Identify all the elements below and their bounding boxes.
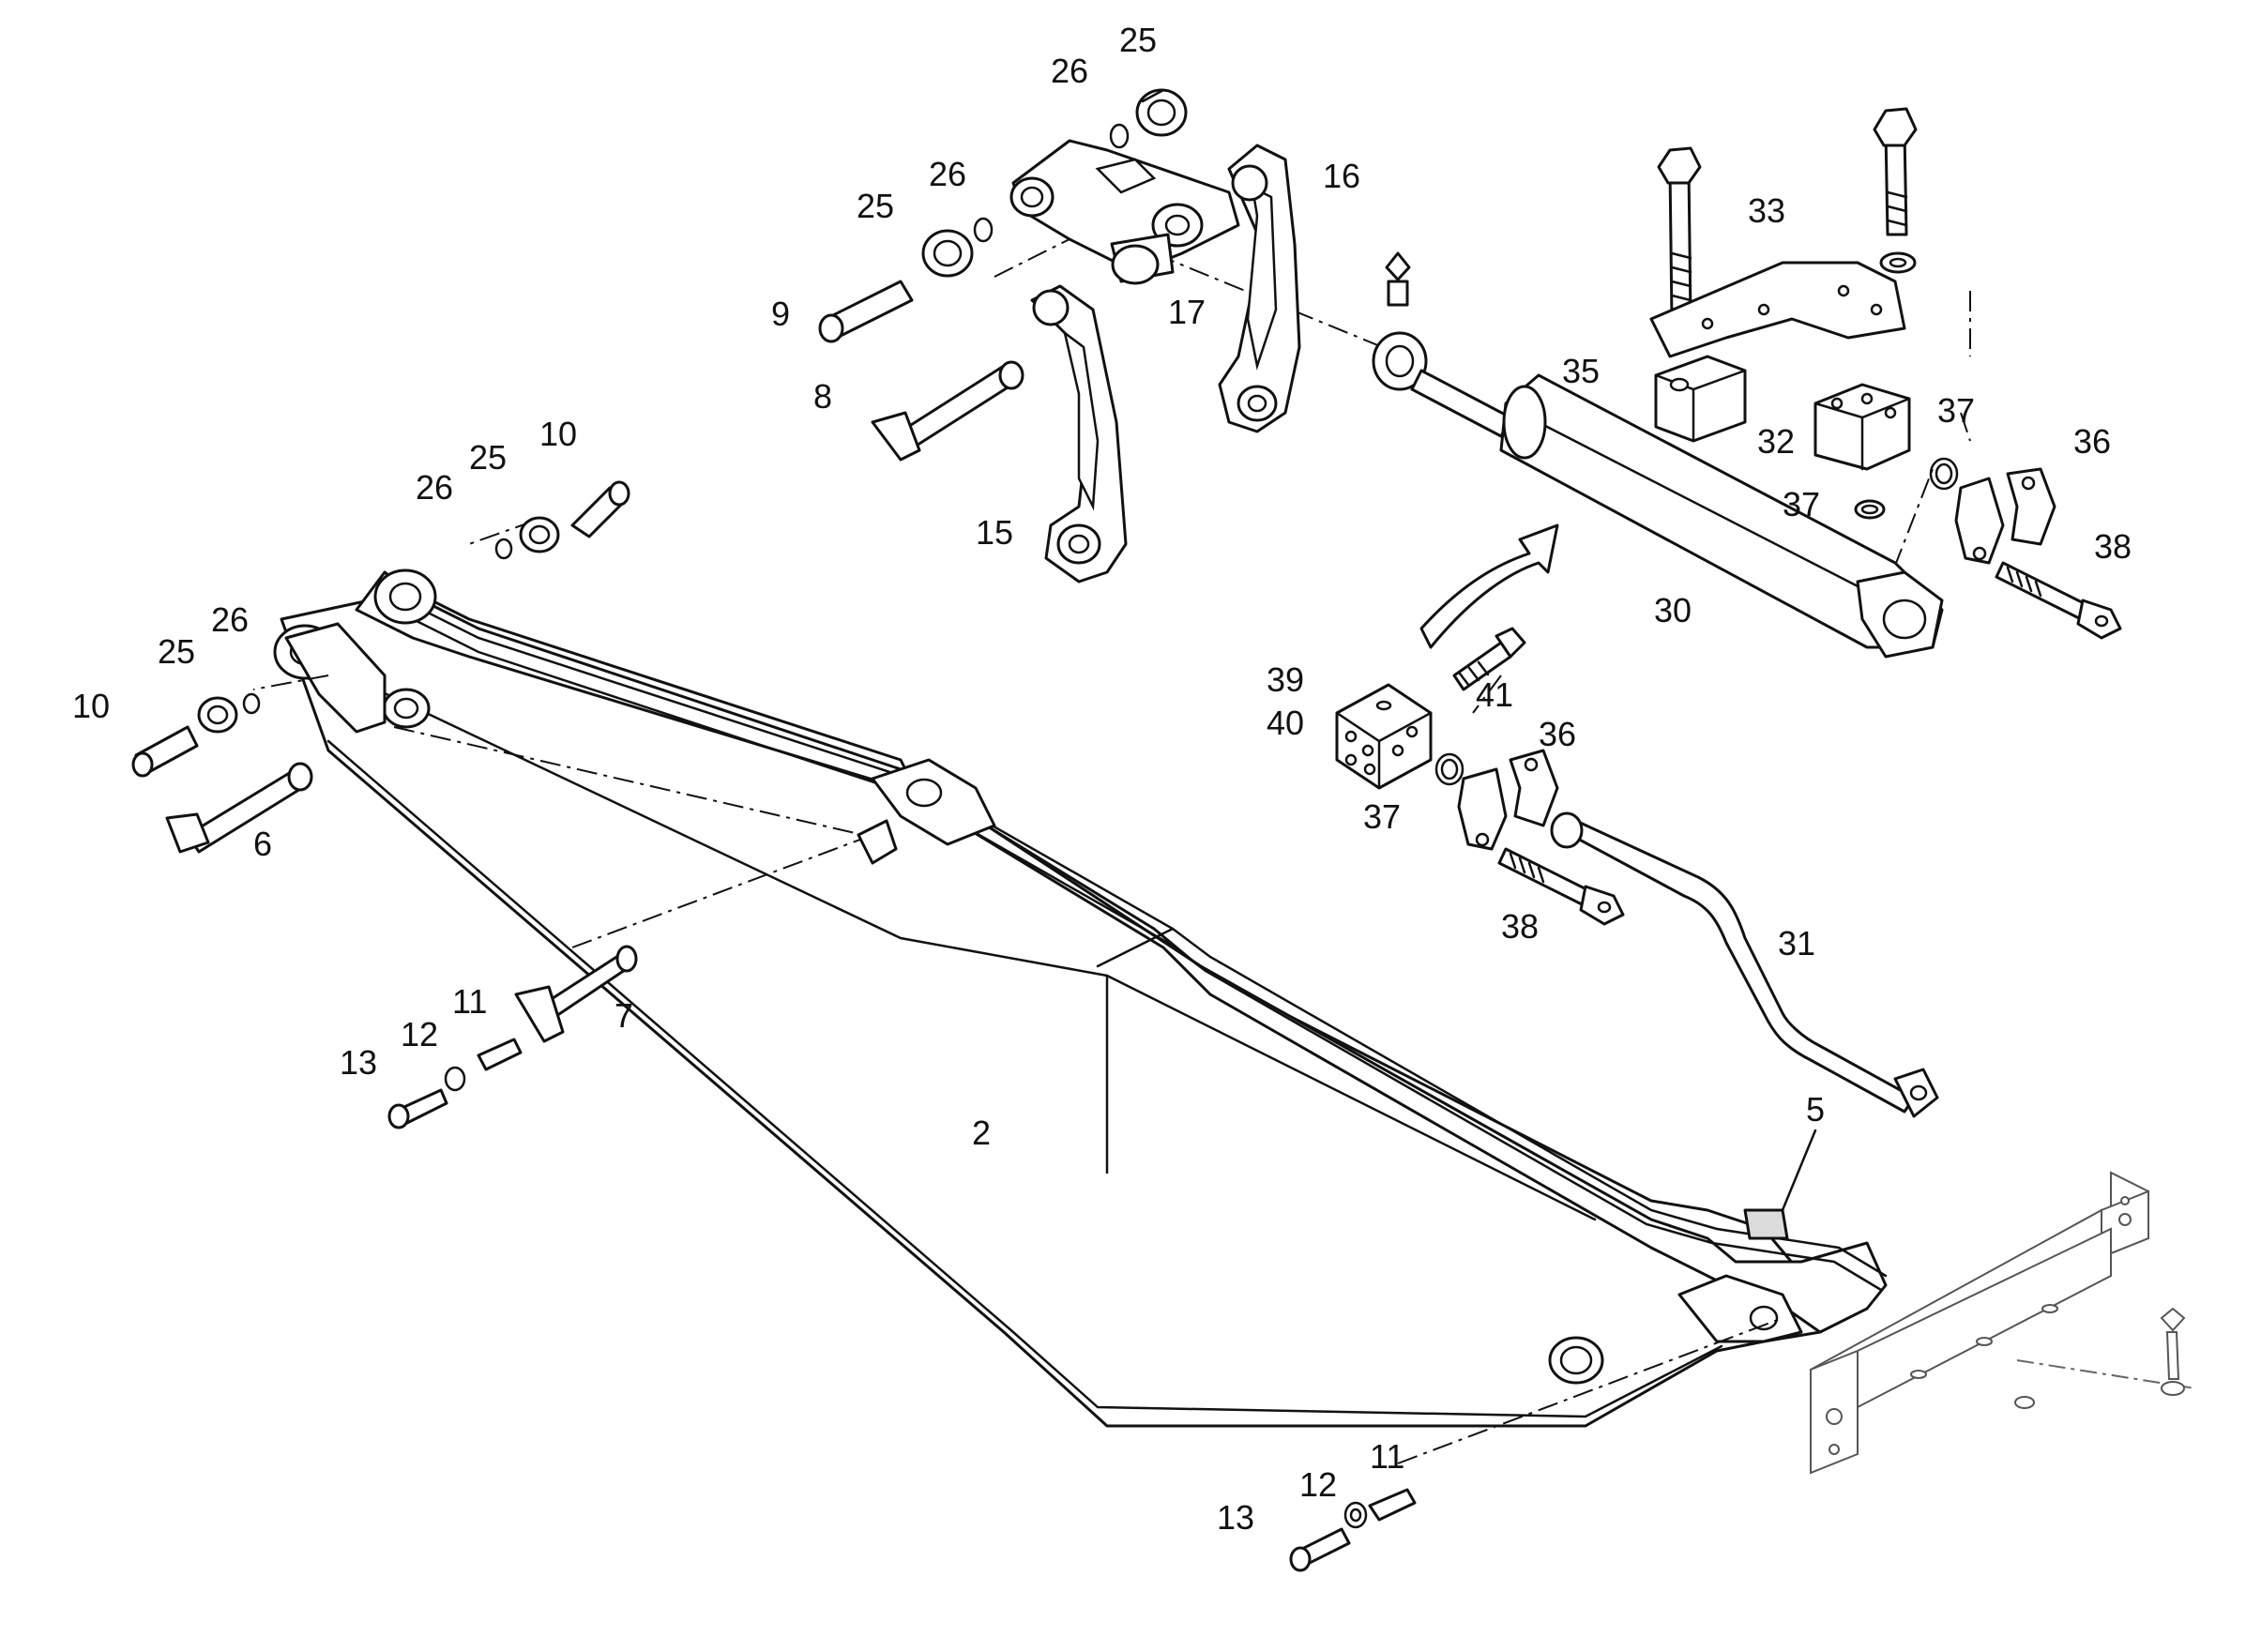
callout-38-upper: 38 bbox=[2094, 527, 2132, 566]
callout-33: 33 bbox=[1748, 191, 1785, 230]
mounting-bracket bbox=[1809, 1171, 2186, 1475]
left-pin-group bbox=[131, 480, 898, 1129]
callout-12-lower: 12 bbox=[1299, 1465, 1337, 1504]
callout-26-top: 26 bbox=[1051, 52, 1088, 90]
leader-lines bbox=[1781, 1129, 1817, 1212]
callout-26-far: 26 bbox=[211, 600, 249, 639]
callout-7: 7 bbox=[615, 996, 633, 1035]
callout-40: 40 bbox=[1267, 704, 1304, 742]
callout-36-upper: 36 bbox=[2073, 422, 2111, 461]
callout-10-left: 10 bbox=[72, 687, 110, 725]
callout-31: 31 bbox=[1778, 924, 1815, 962]
callout-25-left: 25 bbox=[469, 438, 507, 477]
callout-26-mid: 26 bbox=[929, 155, 966, 193]
callout-37-lower: 37 bbox=[1363, 797, 1401, 836]
callout-10-right: 10 bbox=[539, 415, 577, 453]
callouts: 25 26 26 25 16 33 9 17 8 35 37 32 36 37 … bbox=[72, 21, 2132, 1537]
callout-25-mid: 25 bbox=[857, 187, 894, 225]
callout-13-upper: 13 bbox=[340, 1043, 377, 1082]
callout-9: 9 bbox=[771, 295, 790, 333]
hydraulic-cylinder bbox=[1372, 251, 1944, 659]
callout-37-mid: 37 bbox=[1783, 485, 1820, 523]
callout-12-upper: 12 bbox=[401, 1015, 438, 1053]
boom-arm bbox=[273, 568, 1888, 1428]
callout-6: 6 bbox=[253, 825, 272, 863]
clamp-bracket bbox=[1649, 107, 2122, 640]
callout-38-lower: 38 bbox=[1501, 907, 1539, 946]
callout-8: 8 bbox=[813, 377, 832, 416]
callout-5: 5 bbox=[1806, 1090, 1825, 1129]
callout-17: 17 bbox=[1168, 293, 1206, 331]
callout-36-lower: 36 bbox=[1539, 715, 1576, 753]
callout-32: 32 bbox=[1757, 422, 1795, 461]
callout-11-upper: 11 bbox=[452, 982, 487, 1021]
callout-11-lower: 11 bbox=[1370, 1437, 1404, 1476]
callout-25-far: 25 bbox=[158, 632, 195, 671]
callout-37-upper: 37 bbox=[1937, 391, 1975, 430]
callout-13-lower: 13 bbox=[1217, 1498, 1254, 1537]
lever-assembly bbox=[818, 88, 1301, 584]
callout-2: 2 bbox=[972, 1114, 991, 1152]
lower-hardware bbox=[1289, 1488, 1417, 1572]
callout-25-top: 25 bbox=[1119, 21, 1157, 59]
callout-15: 15 bbox=[976, 513, 1013, 552]
valve-group bbox=[1335, 627, 1939, 1118]
callout-35: 35 bbox=[1562, 352, 1600, 390]
callout-39: 39 bbox=[1267, 660, 1304, 699]
callout-41: 41 bbox=[1476, 675, 1513, 714]
callout-16: 16 bbox=[1323, 157, 1360, 195]
callout-26-left: 26 bbox=[416, 468, 453, 507]
callout-30: 30 bbox=[1654, 591, 1692, 629]
